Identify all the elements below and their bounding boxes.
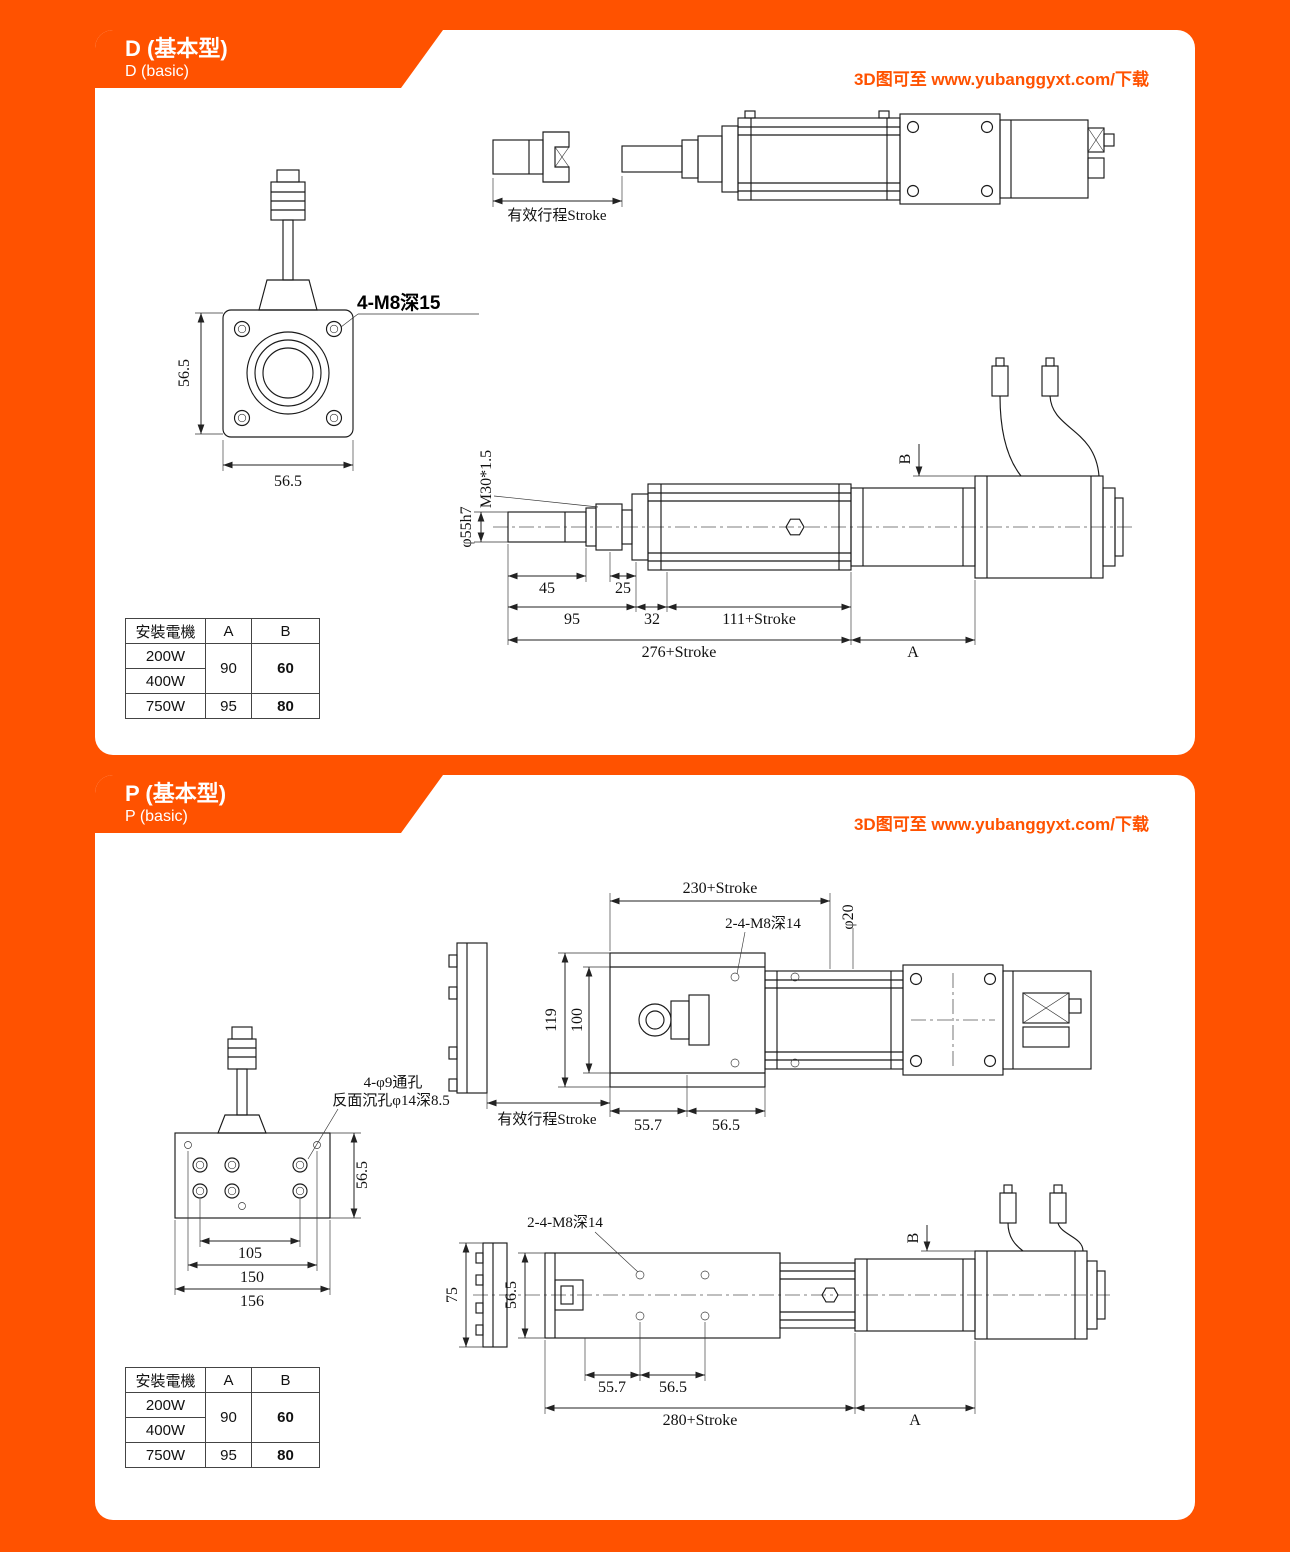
dim-230-stroke: 230+Stroke xyxy=(683,880,758,897)
panel-p-tab: P (基本型) P (basic) xyxy=(95,775,443,833)
motor-table-d: 安裝電機 A B 200W 90 60 400W 750W 95 80 xyxy=(125,618,320,719)
dim-rod-diameter: φ55h7 xyxy=(458,506,475,547)
dim-effective-stroke: 有效行程Stroke xyxy=(497,1111,597,1128)
motor-table-p: 安裝電機 A B 200W 90 60 400W 750W 95 80 xyxy=(125,1367,320,1468)
dim-effective-stroke: 有效行程Stroke xyxy=(507,207,607,224)
dim-rod-thread: M30*1.5 xyxy=(478,450,495,508)
dim-body-height: 56.5 xyxy=(503,1281,520,1309)
dim-100: 100 xyxy=(569,1008,586,1032)
panel-d-drawing: 56.5 56.5 4-M8深15 xyxy=(176,110,1135,661)
a-value-small: 90 xyxy=(205,1392,252,1443)
dim-rod-diameter: φ20 xyxy=(840,904,857,929)
plate-hole-note-1: 4-φ9通孔 xyxy=(364,1074,423,1091)
side-view xyxy=(473,1184,1110,1348)
table-row: 750W 95 80 xyxy=(125,1442,320,1468)
panel-d-basic: 56.5 56.5 4-M8深15 xyxy=(95,30,1195,755)
dim-45: 45 xyxy=(539,580,555,597)
panel-d-tab: D (基本型) D (basic) xyxy=(95,30,443,88)
motor-200w: 200W xyxy=(125,643,206,669)
flange-tap-callout: 4-M8深15 xyxy=(357,291,441,314)
header-b: B xyxy=(251,618,320,644)
dim-111-stroke: 111+Stroke xyxy=(722,611,796,628)
dim-flange-height: 56.5 xyxy=(176,359,193,387)
b-value-750: 80 xyxy=(251,1442,320,1468)
dim-b: B xyxy=(897,454,914,465)
panel-p-drawing: 230+Stroke 2-4-M8深14 φ20 119 100 有效行程Str… xyxy=(174,880,1110,1429)
dim-56-5-side: 56.5 xyxy=(659,1379,687,1396)
dim-95: 95 xyxy=(564,611,580,628)
top-view-dimensions: 230+Stroke 2-4-M8深14 φ20 119 100 有效行程Str… xyxy=(486,880,857,1134)
b-value-small: 60 xyxy=(251,643,320,694)
dim-55-7: 55.7 xyxy=(634,1117,662,1134)
a-value-small: 90 xyxy=(205,643,252,694)
dim-plate-height: 56.5 xyxy=(354,1161,371,1189)
side-view-dimensions: 2-4-M8深14 75 56.5 55.7 56.5 280+Stroke A xyxy=(444,1214,976,1429)
plate-hole-note-2: 反面沉孔φ14深8.5 xyxy=(332,1092,449,1109)
header-motor: 安裝電機 xyxy=(125,618,206,644)
dim-flange-width: 56.5 xyxy=(274,473,302,490)
a-value-750: 95 xyxy=(205,1442,252,1468)
dim-119: 119 xyxy=(543,1008,560,1031)
dim-56-5: 56.5 xyxy=(712,1117,740,1134)
b-value-small: 60 xyxy=(251,1392,320,1443)
motor-400w: 400W xyxy=(125,1417,206,1443)
dim-a: A xyxy=(909,1412,921,1429)
motor-200w: 200W xyxy=(125,1392,206,1418)
table-row: 200W 90 60 xyxy=(125,1392,320,1443)
mounting-plate-view xyxy=(174,1026,331,1219)
panel-d-title: D (基本型) xyxy=(125,36,228,61)
dim-280-stroke: 280+Stroke xyxy=(663,1412,738,1429)
panel-d-subtitle: D (basic) xyxy=(125,63,190,80)
panel-p-subtitle: P (basic) xyxy=(125,808,188,825)
motor-400w: 400W xyxy=(125,668,206,694)
motor-750w: 750W xyxy=(125,693,206,719)
main-side-dimensions: M30*1.5 φ55h7 45 25 95 32 111+Stroke xyxy=(458,444,976,661)
dim-150: 150 xyxy=(240,1269,264,1286)
dim-32: 32 xyxy=(644,611,660,628)
dim-75: 75 xyxy=(444,1287,461,1303)
top-view xyxy=(448,942,1092,1094)
table-row: 750W 95 80 xyxy=(125,693,320,719)
b-value-750: 80 xyxy=(251,693,320,719)
header-a: A xyxy=(205,1367,252,1393)
dim-105: 105 xyxy=(238,1245,262,1262)
dim-b: B xyxy=(905,1233,922,1244)
exploded-top-view xyxy=(492,110,1115,205)
panel-p-basic: 230+Stroke 2-4-M8深14 φ20 119 100 有效行程Str… xyxy=(95,775,1195,1520)
dim-276-stroke: 276+Stroke xyxy=(642,644,717,661)
exploded-stroke-dimension: 有效行程Stroke xyxy=(492,176,623,224)
flange-dimensions: 56.5 56.5 4-M8深15 xyxy=(176,291,479,490)
header-b: B xyxy=(251,1367,320,1393)
header-a: A xyxy=(205,618,252,644)
mounting-plate-dimensions: 56.5 105 150 156 4-φ9通孔 反面沉孔φ14深8.5 xyxy=(174,1074,450,1310)
panel-p-title: P (基本型) xyxy=(125,781,227,806)
table-row: 400W xyxy=(125,668,320,694)
flange-front-view xyxy=(222,169,354,438)
download-3d-link-d[interactable]: 3D图可至 www.yubanggyxt.com/下载 xyxy=(853,70,1149,89)
main-side-view xyxy=(493,357,1135,579)
tap-callout-side: 2-4-M8深14 xyxy=(527,1214,603,1231)
dim-25: 25 xyxy=(615,580,631,597)
table-row: 400W xyxy=(125,1417,320,1443)
table-row: 200W 90 60 xyxy=(125,643,320,694)
header-motor: 安裝電機 xyxy=(125,1367,206,1393)
dim-156: 156 xyxy=(240,1293,264,1310)
dim-a: A xyxy=(907,644,919,661)
dim-55-7-side: 55.7 xyxy=(598,1379,626,1396)
download-3d-link-p[interactable]: 3D图可至 www.yubanggyxt.com/下载 xyxy=(853,815,1149,834)
motor-750w: 750W xyxy=(125,1442,206,1468)
a-value-750: 95 xyxy=(205,693,252,719)
tap-callout-top: 2-4-M8深14 xyxy=(725,915,801,932)
